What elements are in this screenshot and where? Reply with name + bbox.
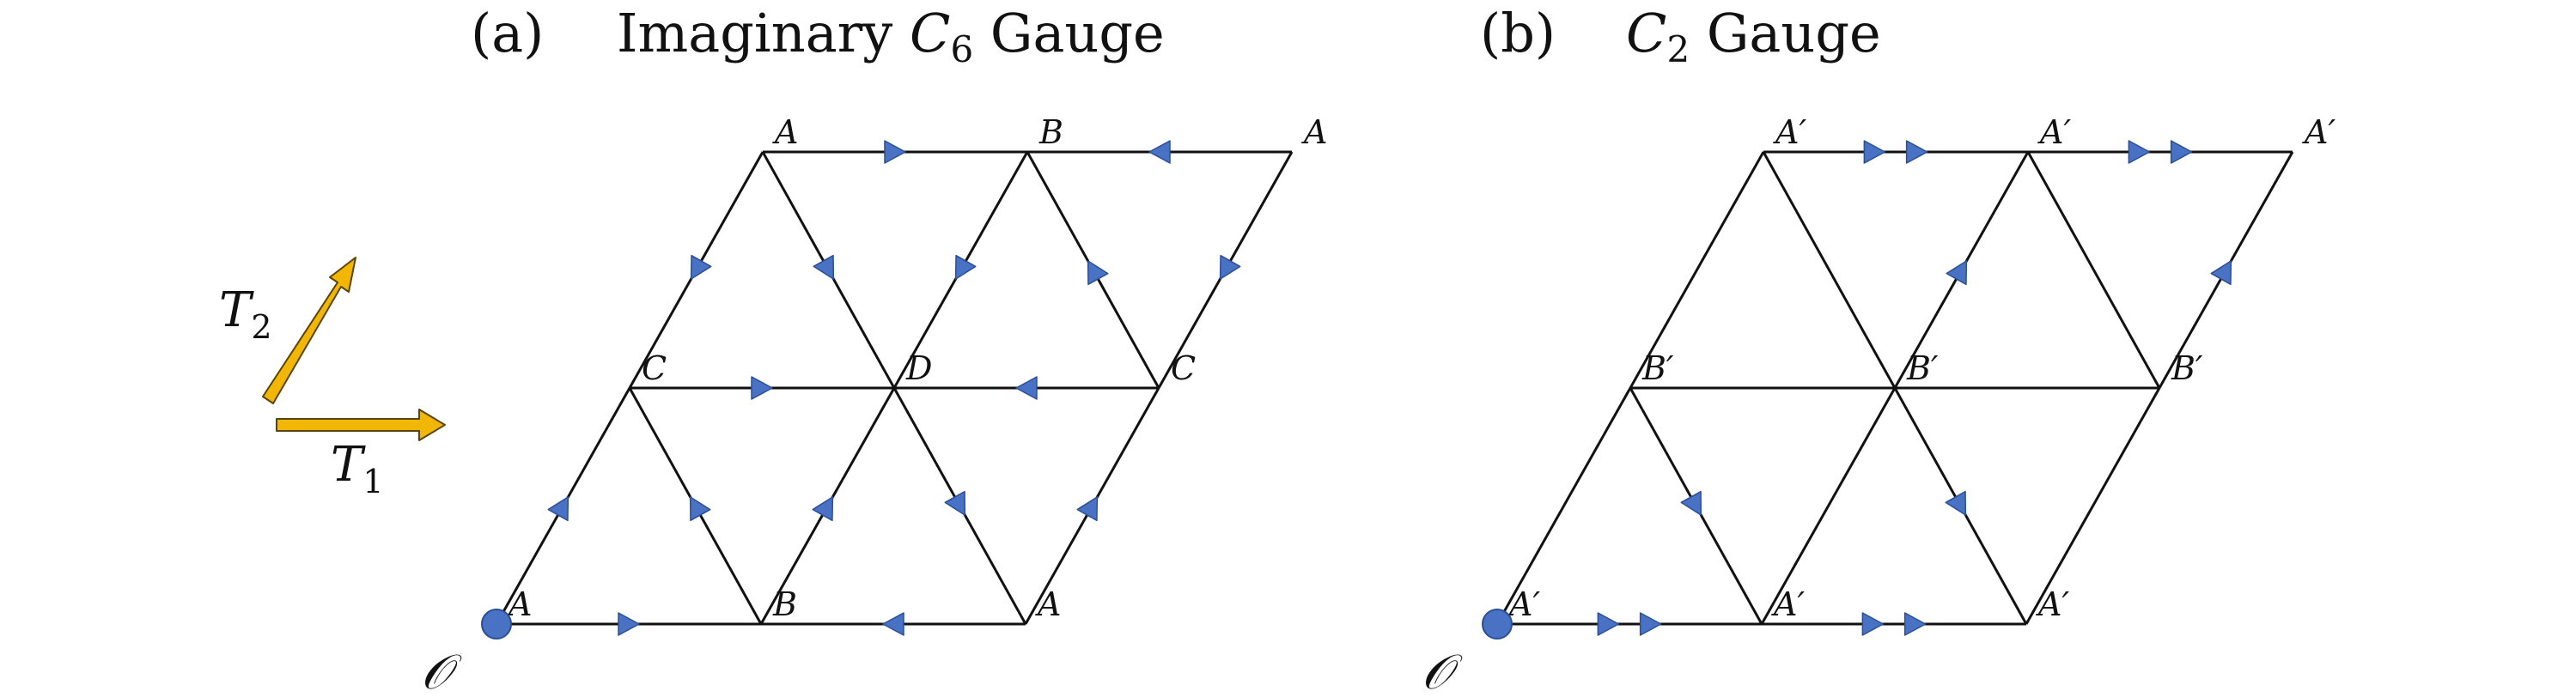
edge-arrow <box>954 254 977 280</box>
edge-arrow <box>884 140 906 164</box>
edge-arrow <box>813 254 835 280</box>
edge-arrow <box>1680 490 1702 516</box>
edge-arrow <box>944 490 966 516</box>
origin-label: 𝒪 <box>421 645 462 697</box>
vertex-label: D <box>905 349 932 387</box>
translation-legend: T2 T1 <box>219 257 446 500</box>
edge-arrow <box>2170 140 2193 164</box>
panel-b: (b) C2 Gauge A′ A′ A′ B′ B′ B′ A′ A′ A′ 𝒪 <box>1422 2 2335 697</box>
t1-arrow <box>276 409 446 441</box>
vertex-label: B′ <box>1641 349 1674 387</box>
t1-label: T1 <box>331 437 384 500</box>
vertex-label: A′ <box>2036 585 2069 623</box>
edge-upper-diag-0 <box>1629 151 1765 389</box>
edge-arrow <box>751 376 773 400</box>
edge-arrow <box>1903 612 1927 636</box>
vertex-label: A′ <box>2302 113 2335 151</box>
edge-arrow <box>1905 140 1928 164</box>
vertex-label: B′ <box>2171 349 2203 387</box>
edge-arrow <box>618 612 640 636</box>
vertex-label: B <box>772 585 797 623</box>
panel-b-title: C2 Gauge <box>1626 2 1881 70</box>
origin-dot <box>481 609 512 639</box>
edge-arrow <box>882 612 904 636</box>
edge-arrow <box>2210 260 2232 286</box>
panel-b-tag: (b) <box>1480 2 1556 64</box>
vertex-label: A <box>506 585 532 623</box>
vertex-label: C <box>642 349 667 387</box>
edge-arrow <box>1639 612 1662 636</box>
edge-arrow <box>547 496 569 522</box>
vertex-label: A′ <box>2037 113 2071 151</box>
edge-arrow <box>1219 254 1241 280</box>
t2-arrow <box>262 257 356 404</box>
edge-upper-diag-1 <box>1762 151 1897 389</box>
panel-a-title: Imaginary C6 Gauge <box>617 2 1165 70</box>
t2-label: T2 <box>219 282 272 346</box>
vertex-label: A <box>772 113 798 151</box>
vertex-label: C <box>1171 349 1196 387</box>
origin-dot <box>1482 609 1513 639</box>
vertex-label: A <box>1301 113 1327 151</box>
edge-arrow <box>1863 140 1886 164</box>
vertex-label: A′ <box>1773 113 1806 151</box>
edge-arrow <box>1087 260 1109 286</box>
edge-lower-diag-0 <box>1495 387 1632 625</box>
vertex-label: A′ <box>1771 585 1805 623</box>
edge-arrow <box>1076 496 1099 522</box>
edge-arrow <box>812 496 834 522</box>
edge-arrow <box>1148 140 1171 164</box>
vertex-label: B′ <box>1906 349 1939 387</box>
edge-lower-diag-2 <box>1760 387 1897 625</box>
vertex-label: B <box>1038 113 1063 151</box>
panel-a-tag: (a) <box>471 2 544 64</box>
edge-arrow <box>1945 490 1967 516</box>
edge-upper-diag-3 <box>2026 151 2161 389</box>
edge-arrow <box>689 496 711 522</box>
edge-arrow <box>690 254 712 280</box>
edge-arrow <box>1946 260 1968 286</box>
edge-arrow <box>1015 376 1038 400</box>
panel-a: (a) Imaginary C6 Gauge A B A C D C A B A 𝒪 <box>421 2 1327 697</box>
edge-arrow <box>2128 140 2151 164</box>
vertex-label: A′ <box>1507 585 1540 623</box>
edge-arrow <box>1861 612 1885 636</box>
edge-lower-diag-4 <box>2025 387 2161 625</box>
edge-arrow <box>1597 612 1620 636</box>
vertex-label: A <box>1035 585 1061 623</box>
origin-label: 𝒪 <box>1422 645 1463 697</box>
